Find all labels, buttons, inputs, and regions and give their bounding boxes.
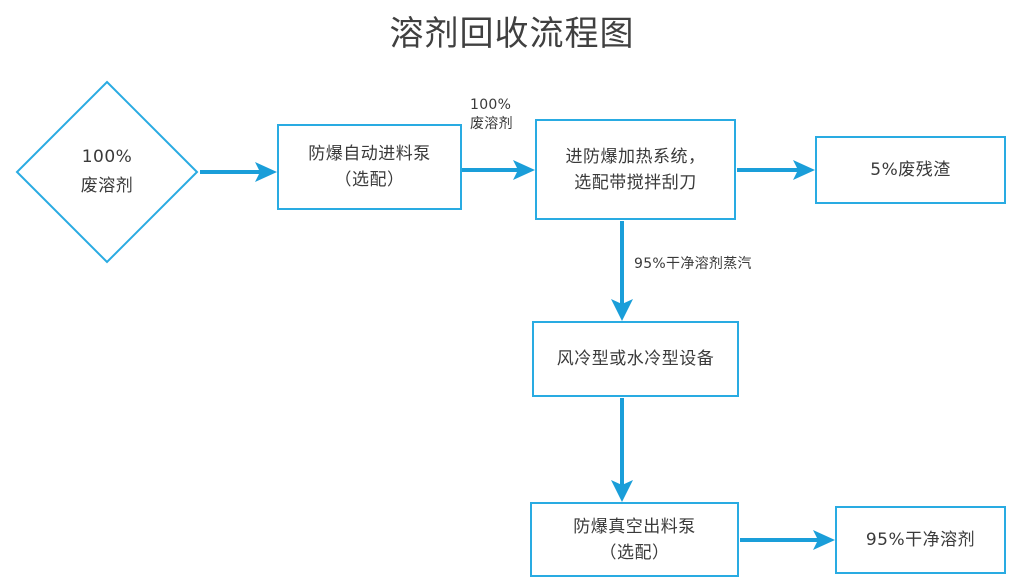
page-title: 溶剂回收流程图	[389, 14, 635, 54]
diamond-shape	[15, 80, 199, 264]
node-clean-solvent-line1: 95%干净溶剂	[865, 530, 976, 550]
edge-label-feed-solvent: 100% 废溶剂	[470, 96, 513, 134]
edge-label-feed-solvent-line1: 100%	[470, 97, 512, 113]
edge-label-feed-solvent-line2: 废溶剂	[470, 116, 513, 132]
arrow-feed-pump-to-heating	[462, 160, 535, 180]
node-vacuum-discharge-pump[interactable]: 防爆真空出料泵 （选配）	[530, 502, 739, 577]
node-vacuum-discharge-pump-line1: 防爆真空出料泵	[573, 516, 696, 537]
arrow-heating-to-residue	[737, 160, 815, 180]
node-waste-solvent[interactable]: 100% 废溶剂	[15, 80, 199, 264]
node-condenser[interactable]: 风冷型或水冷型设备	[532, 321, 739, 397]
edge-label-solvent-vapor: 95%干净溶剂蒸汽	[634, 256, 752, 272]
arrow-heating-to-condenser	[611, 221, 633, 321]
node-waste-solvent-line2: 废溶剂	[80, 176, 134, 196]
node-waste-solvent-text: 100% 废溶剂	[15, 80, 199, 264]
node-condenser-line1: 风冷型或水冷型设备	[556, 349, 715, 369]
node-waste-residue[interactable]: 5%废残渣	[815, 136, 1006, 204]
node-waste-solvent-line1: 100%	[81, 147, 133, 167]
node-heating-system[interactable]: 进防爆加热系统， 选配带搅拌刮刀	[535, 119, 736, 220]
node-vacuum-discharge-pump-line2: （选配）	[599, 542, 670, 563]
node-feed-pump[interactable]: 防爆自动进料泵 （选配）	[277, 124, 462, 210]
arrow-vacuum-pump-to-clean-solvent	[740, 530, 835, 550]
arrow-waste-to-feed-pump	[200, 162, 277, 182]
node-heating-system-line1: 进防爆加热系统，	[565, 146, 706, 167]
node-waste-residue-line1: 5%废残渣	[870, 160, 951, 180]
node-feed-pump-line2: （选配）	[334, 170, 405, 190]
arrow-condenser-to-vacuum-pump	[611, 398, 633, 502]
node-clean-solvent[interactable]: 95%干净溶剂	[835, 506, 1006, 574]
node-feed-pump-line1: 防爆自动进料泵	[308, 144, 431, 164]
node-heating-system-line2: 选配带搅拌刮刀	[574, 172, 697, 193]
